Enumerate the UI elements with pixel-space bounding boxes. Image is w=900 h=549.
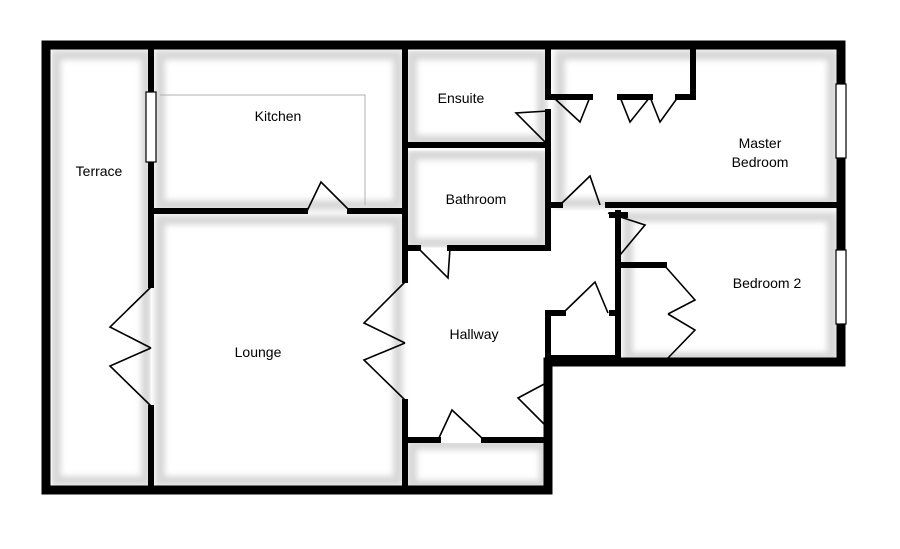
master-bedroom-label-line2: Bedroom — [732, 154, 789, 170]
interior-walls — [148, 46, 840, 489]
terrace-label: Terrace — [76, 163, 123, 179]
master-bedroom-label-line1: Master — [739, 135, 782, 151]
doors — [108, 96, 697, 441]
bathroom-label: Bathroom — [446, 191, 507, 207]
kitchen-worktop — [160, 94, 366, 205]
lounge-label: Lounge — [235, 344, 282, 360]
ensuite-label: Ensuite — [438, 90, 485, 106]
bedroom2-window — [835, 249, 847, 325]
bedroom2-label: Bedroom 2 — [733, 275, 802, 291]
hallway-label: Hallway — [449, 326, 498, 342]
kitchen-label: Kitchen — [255, 108, 302, 124]
master-bedroom-window — [835, 83, 847, 159]
room-labels: Terrace Kitchen Ensuite Master Bedroom B… — [76, 90, 802, 360]
wall-shading — [51, 50, 837, 490]
kitchen-window — [145, 91, 157, 163]
windows — [145, 83, 847, 325]
outer-walls — [41, 40, 846, 495]
